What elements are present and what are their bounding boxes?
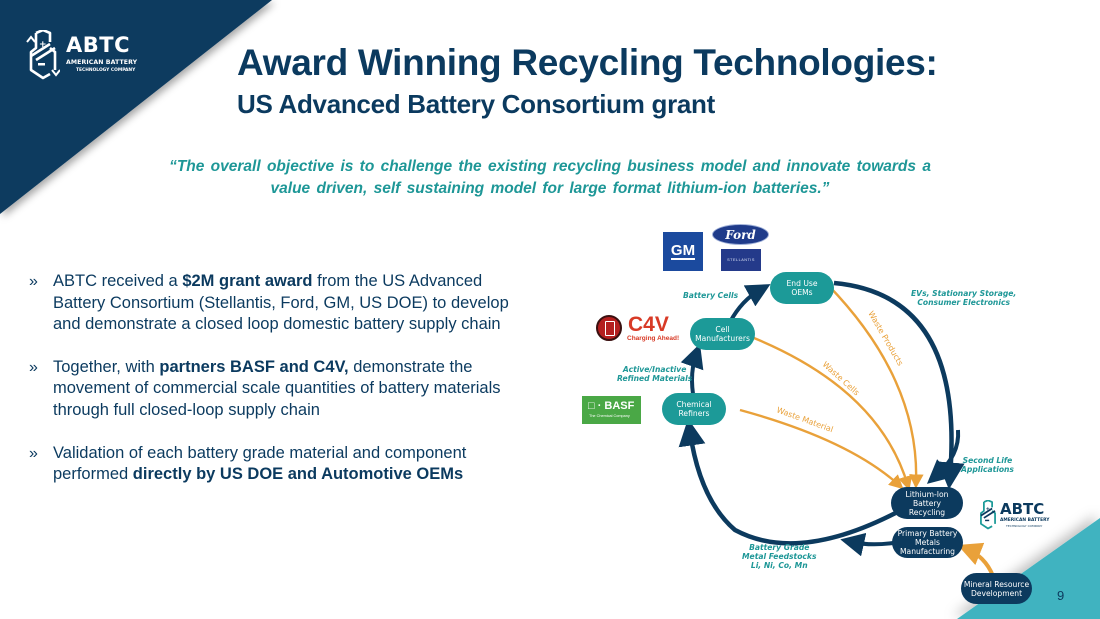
waste-products-flow [827,284,924,489]
node-end-use-oems: End Use OEMs [770,272,834,304]
c4v-battery-icon [596,315,622,341]
bullet-chevron-icon: » [29,358,38,376]
c4v-name: C4V [628,313,669,336]
abtc-brand-name: ABTC [66,33,130,57]
node-primary-metals: Primary Battery Metals Manufacturing [892,527,963,558]
abtc-small-brand: ABTC [1000,500,1045,518]
abtc-battery-icon: + [980,500,996,530]
abtc-brand-line2: TECHNOLOGY COMPANY [76,68,136,73]
c4v-tagline: Charging Ahead! [627,335,680,342]
ford-logo: Ford [712,224,769,245]
svg-text:+: + [39,40,47,50]
abtc-logo-small: + ABTC AMERICAN BATTERY TECHNOLOGY COMPA… [978,500,1058,530]
primary-metals-flow [840,532,894,557]
abtc-logo: + ABTC AMERICAN BATTERY TECHNOLOGY COMPA… [26,30,156,80]
bullet-bold-text: $2M grant award [182,272,313,290]
basf-tagline: The Chemical Company [589,414,630,418]
bullet-chevron-icon: » [29,273,38,290]
active-materials-flow [680,343,704,395]
abtc-small-line1: AMERICAN BATTERY [1000,518,1050,523]
bullet-text: Validation of each battery grade materia… [53,443,467,484]
label-second-life: Second Life Applications [961,456,1014,474]
end-of-life-flow [833,280,965,490]
abtc-brand-line1: AMERICAN BATTERY [66,59,138,66]
page-number: 9 [1057,588,1065,603]
label-evs-storage: EVs, Stationary Storage, Consumer Electr… [911,289,1017,307]
node-cell-manufacturers: Cell Manufacturers [690,318,755,350]
node-chemical-refiners: Chemical Refiners [662,393,726,425]
waste-cells-flow [753,336,913,491]
basf-name: □ · BASF [588,400,635,412]
stellantis-logo: STELLANTIS [721,249,761,271]
second-life-flow [926,429,961,484]
label-battery-cells: Battery Cells [683,291,739,300]
objective-quote: “The overall objective is to challenge t… [169,158,931,197]
gm-logo-text: GM [670,242,696,260]
bullet-text: from the US Advanced Battery Consortium … [53,272,509,334]
gm-logo: GM [663,232,703,271]
feedstock-return-flow [678,418,907,546]
svg-text:+: + [986,506,990,512]
abtc-battery-icon: + [26,30,60,80]
bullet-item: » Together, with partners BASF and C4V, … [29,357,529,422]
basf-logo: □ · BASF The Chemical Company [582,396,641,424]
bullet-chevron-icon: » [29,444,38,462]
waste-material-flow [739,408,904,490]
bullet-item: » ABTC received a $2M grant award from t… [29,271,529,336]
node-mineral-resource: Mineral Resource Development [961,573,1032,604]
abtc-small-line2: TECHNOLOGY COMPANY [1006,524,1043,528]
bullet-text: demonstrate the movement of commercial s… [53,357,501,419]
page-subtitle: US Advanced Battery Consortium grant [237,89,715,119]
mineral-supply-flow [957,542,995,577]
bullet-bold-text: partners BASF and C4V, [159,357,349,376]
bullet-list: » ABTC received a $2M grant award from t… [29,271,529,507]
label-battery-grade: Battery Grade Metal Feedstocks Li, Ni, C… [742,543,817,570]
c4v-logo: C4V Charging Ahead! [596,313,680,345]
node-li-ion-recycling: Lithium-Ion Battery Recycling [891,487,963,519]
bullet-text: Together, with [53,357,160,376]
page-title: Award Winning Recycling Technologies: [237,42,938,83]
label-active-inactive: Active/Inactive Refined Materials [617,365,693,383]
bullet-bold-text: directly by US DOE and Automotive OEMs [132,465,464,484]
bullet-text: ABTC received a [53,272,183,290]
bullet-item: » Validation of each battery grade mater… [29,443,529,486]
